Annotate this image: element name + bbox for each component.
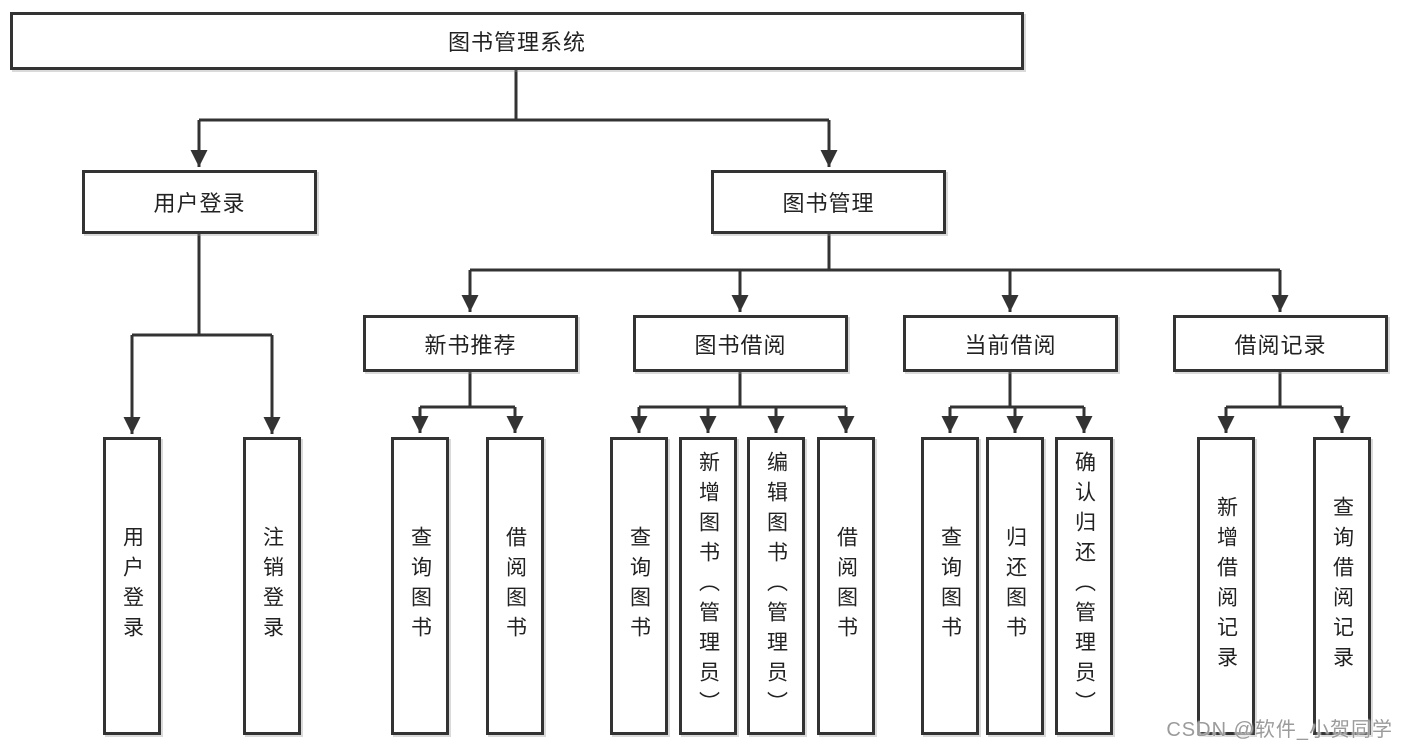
node-label: 新增图书（管理员）: [696, 451, 720, 721]
node-label: 新增借阅记录: [1214, 496, 1238, 676]
node-leaf-borrow-books: 借阅图书: [817, 437, 875, 735]
node-label: 归还图书: [1003, 526, 1027, 646]
connector-book-borrow-children: [630, 372, 855, 433]
node-leaf-borrow-books-recommend: 借阅图书: [486, 437, 544, 735]
node-label: 查询图书: [938, 526, 962, 646]
connector-book-management-children: [461, 234, 1289, 312]
node-leaf-search-books-recommend: 查询图书: [391, 437, 449, 735]
connector-new-book-children: [411, 372, 524, 433]
node-leaf-return-books: 归还图书: [986, 437, 1044, 735]
node-book-management: 图书管理: [711, 170, 946, 234]
node-label: 借阅图书: [503, 526, 527, 646]
node-leaf-user-login: 用户登录: [103, 437, 161, 735]
node-leaf-confirm-return-admin: 确认归还（管理员）: [1055, 437, 1113, 735]
connector-current-borrow-children: [941, 372, 1093, 433]
node-library-management-system: 图书管理系统: [10, 12, 1024, 70]
node-label: 借阅图书: [834, 526, 858, 646]
node-leaf-add-borrow-record: 新增借阅记录: [1197, 437, 1255, 735]
node-label: 编辑图书（管理员）: [764, 451, 788, 721]
node-leaf-search-books-borrowing: 查询图书: [610, 437, 668, 735]
node-book-borrowing: 图书借阅: [633, 315, 848, 372]
node-label: 注销登录: [260, 526, 284, 646]
node-leaf-logout: 注销登录: [243, 437, 301, 735]
node-label: 查询图书: [408, 526, 432, 646]
node-label: 查询借阅记录: [1330, 496, 1354, 676]
connector-root-to-level2: [190, 70, 838, 167]
node-label: 用户登录: [120, 526, 144, 646]
csdn-watermark: CSDN @软件_小贺同学: [1166, 719, 1393, 741]
node-leaf-search-books-current: 查询图书: [921, 437, 979, 735]
connector-user-login-children: [123, 234, 281, 434]
node-user-login: 用户登录: [82, 170, 317, 234]
node-new-book-recommendation: 新书推荐: [363, 315, 578, 372]
node-label: 确认归还（管理员）: [1072, 451, 1096, 721]
node-leaf-search-borrow-record: 查询借阅记录: [1313, 437, 1371, 735]
node-current-borrowing: 当前借阅: [903, 315, 1118, 372]
node-borrowing-records: 借阅记录: [1173, 315, 1388, 372]
node-leaf-edit-books-admin: 编辑图书（管理员）: [747, 437, 805, 735]
node-leaf-add-books-admin: 新增图书（管理员）: [679, 437, 737, 735]
connector-borrow-record-children: [1217, 372, 1351, 433]
node-label: 查询图书: [627, 526, 651, 646]
